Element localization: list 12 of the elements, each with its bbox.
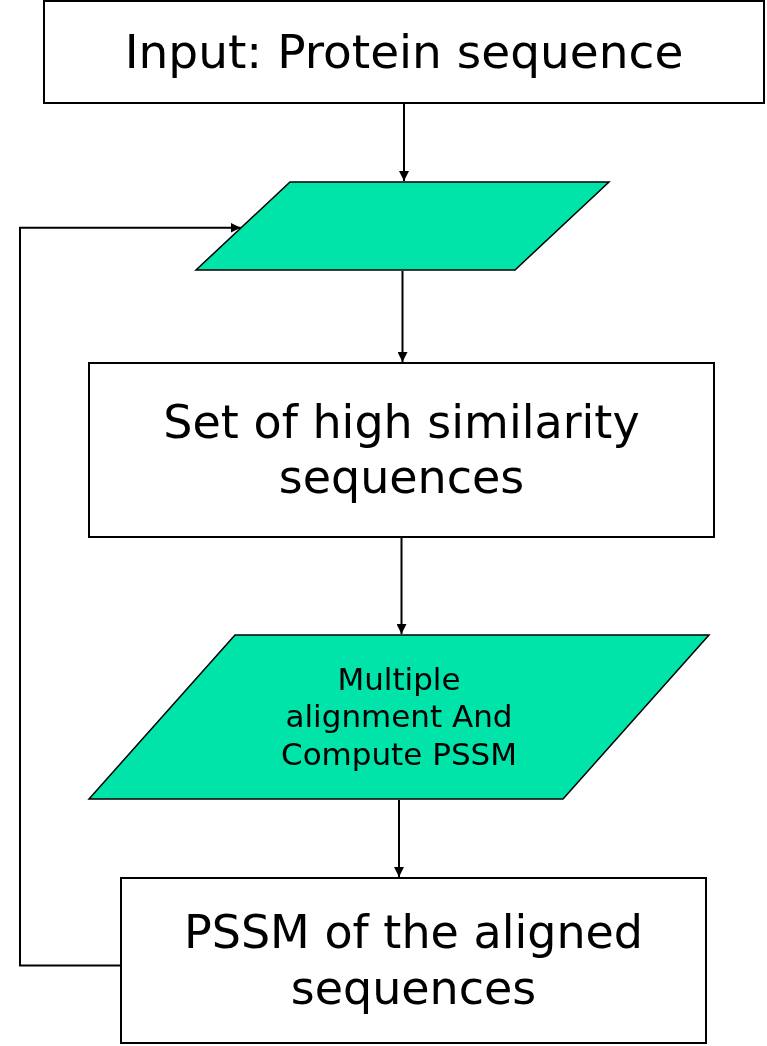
arrow: [396, 537, 407, 635]
arrow: [397, 270, 408, 363]
process-box: [88, 362, 715, 538]
node-label: Input: Protein sequence: [124, 23, 684, 81]
node-label: PSSM of the aligned sequences: [182, 905, 645, 1016]
node-label: Multiple alignment And Compute PSSM: [280, 661, 518, 773]
process-box: [120, 877, 707, 1044]
arrow: [399, 103, 409, 182]
arrow: [394, 799, 404, 878]
arrow: [19, 222, 242, 967]
process-box: [43, 0, 765, 104]
node-label: Set of high similarity sequences: [162, 394, 641, 506]
